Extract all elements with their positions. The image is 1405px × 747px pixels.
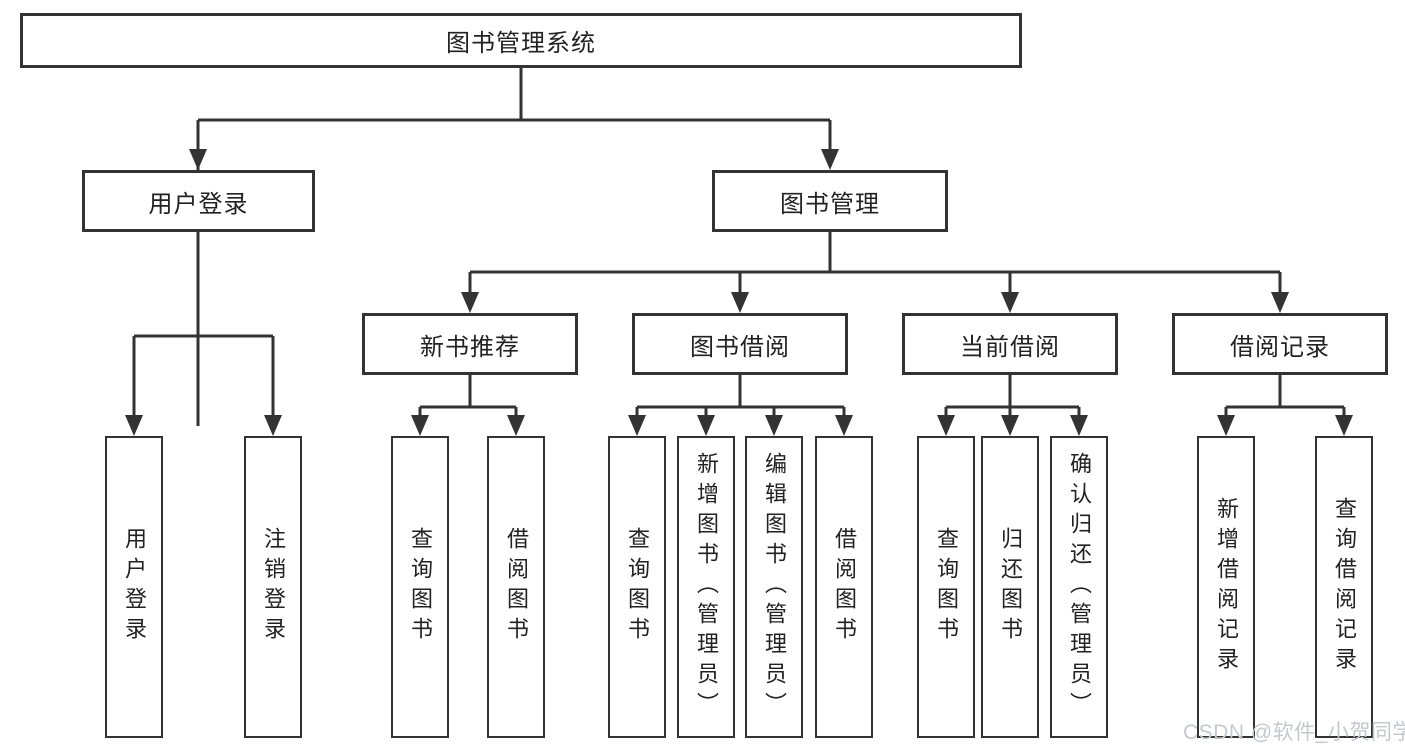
node-label: 归还图书 [998, 527, 1023, 647]
node-label: 查询图书 [408, 527, 433, 647]
leaf-borrow-books: 借阅图书 [815, 436, 873, 738]
node-label: 查询图书 [625, 527, 650, 647]
node-label: 用户登录 [122, 527, 147, 647]
node-user-login: 用户登录 [82, 170, 315, 232]
node-label: 查询图书 [934, 527, 959, 647]
node-label: 确认归还（管理员） [1067, 452, 1092, 722]
node-label: 图书借阅 [690, 333, 790, 361]
node-current-borrowing: 当前借阅 [902, 313, 1118, 375]
node-label: 当前借阅 [960, 333, 1060, 361]
connector-segments [132, 68, 1346, 426]
leaf-add-borrow-record: 新增借阅记录 [1197, 436, 1255, 738]
node-label: 新增图书（管理员） [694, 452, 719, 722]
arrowheads [125, 149, 1353, 436]
leaf-query-books-current: 查询图书 [917, 436, 975, 738]
node-root-library-system: 图书管理系统 [20, 13, 1022, 68]
node-label: 注销登录 [261, 527, 286, 647]
node-label: 用户登录 [148, 190, 249, 218]
leaf-logout: 注销登录 [244, 436, 302, 738]
node-label: 借阅记录 [1230, 333, 1330, 361]
leaf-edit-books-admin: 编辑图书（管理员） [745, 436, 803, 738]
node-label: 新书推荐 [420, 333, 520, 361]
leaf-user-login: 用户登录 [105, 436, 163, 738]
leaf-add-books-admin: 新增图书（管理员） [677, 436, 735, 738]
node-book-borrowing: 图书借阅 [632, 313, 848, 375]
node-label: 图书管理 [780, 190, 880, 218]
node-label: 借阅图书 [504, 527, 529, 647]
leaf-borrow-books-recommend: 借阅图书 [487, 436, 545, 738]
leaf-query-books-recommend: 查询图书 [391, 436, 449, 738]
node-label: 查询借阅记录 [1332, 497, 1357, 677]
leaf-query-books-borrow: 查询图书 [608, 436, 666, 738]
node-borrowing-records: 借阅记录 [1172, 313, 1388, 375]
node-label: 图书管理系统 [446, 30, 596, 57]
csdn-watermark: CSDN @软件_小贺同学 [1183, 721, 1405, 744]
leaf-query-borrow-record: 查询借阅记录 [1315, 436, 1373, 738]
node-new-book-recommend: 新书推荐 [362, 313, 578, 375]
node-book-management: 图书管理 [712, 170, 948, 232]
node-label: 借阅图书 [832, 527, 857, 647]
node-label: 编辑图书（管理员） [762, 452, 787, 722]
leaf-confirm-return-admin: 确认归还（管理员） [1050, 436, 1108, 738]
leaf-return-books: 归还图书 [981, 436, 1039, 738]
node-label: 新增借阅记录 [1214, 497, 1239, 677]
